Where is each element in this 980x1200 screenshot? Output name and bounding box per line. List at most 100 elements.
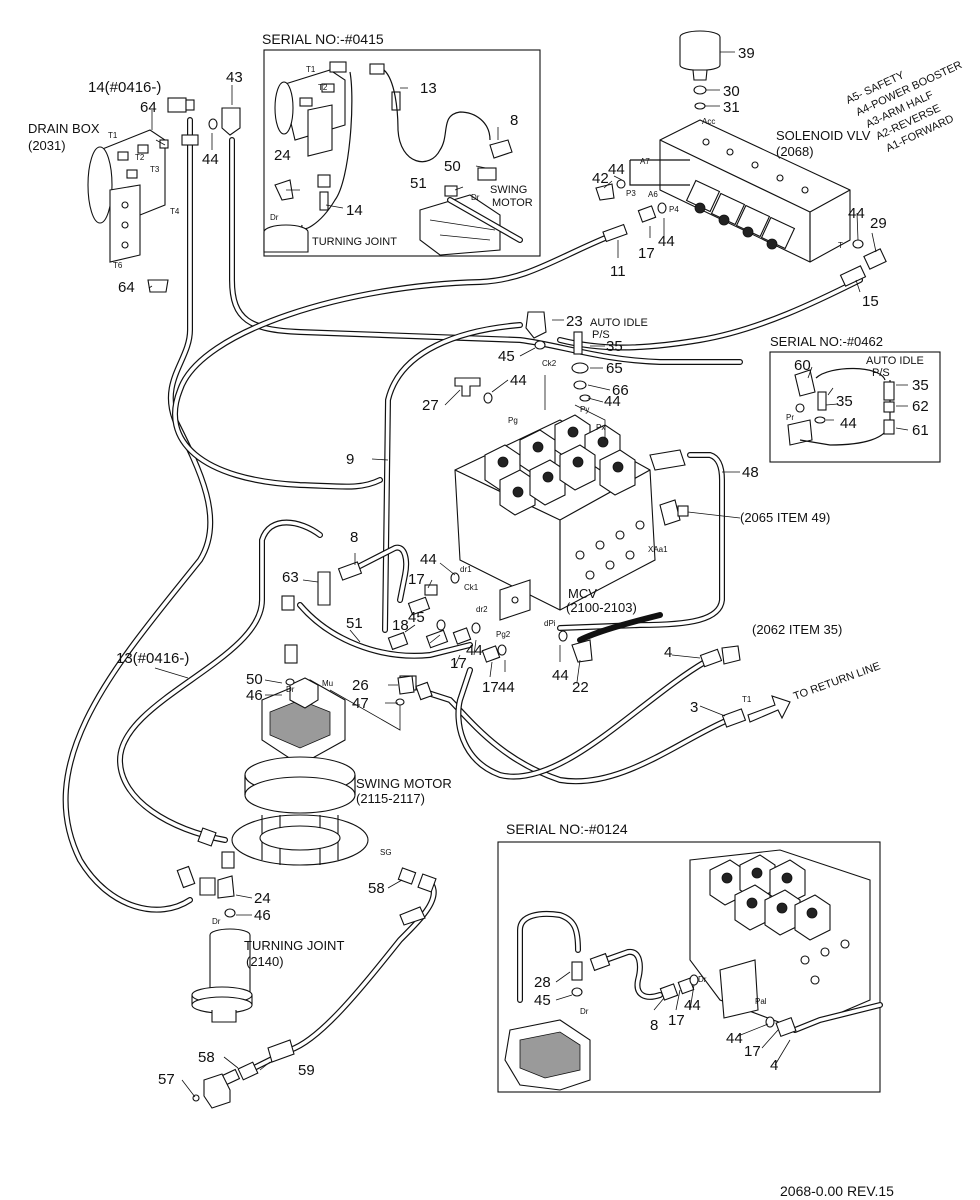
callout: 66 (612, 382, 629, 399)
callout: 43 (226, 69, 243, 86)
callout: 4 (770, 1057, 778, 1074)
callout: 50 (444, 158, 461, 175)
callout: 44 (604, 393, 621, 410)
swing-motor-fittings (197, 675, 437, 893)
callout: 60 (794, 357, 811, 374)
callout: 44 (608, 161, 625, 178)
port-label: Mu (322, 679, 333, 688)
callout: 44 (684, 997, 701, 1014)
mcv-label: MCV (568, 586, 597, 601)
leader-lines (148, 51, 909, 1098)
solenoid-coils (685, 179, 796, 250)
port-label: Dr (580, 1007, 589, 1016)
inset-0415-parts: T1 T2 Dr Dr TURNING JOINT SWING MOTOR (263, 61, 533, 256)
port-label: P4 (669, 205, 679, 214)
port-label: T2 (135, 153, 145, 162)
port-label: Ck2 (542, 359, 557, 368)
callout: 44 (658, 233, 675, 250)
callout: 8 (350, 529, 358, 546)
callout: 11 (610, 263, 626, 280)
callout: 45 (408, 609, 425, 626)
inset-title: SERIAL NO:-#0415 (262, 31, 384, 47)
callout: 14 (346, 202, 363, 219)
callout: 44 (726, 1030, 743, 1047)
port-label: P3 (626, 189, 636, 198)
port-label: Pg (508, 416, 518, 425)
callout: 44 (840, 415, 857, 432)
callout: 17 (744, 1043, 761, 1060)
callout: 44 (552, 667, 569, 684)
callout: 24 (274, 147, 291, 164)
drain-box-label: DRAIN BOX (28, 121, 100, 136)
main-control-valve: MCV (2100-2103) (2065 ITEM 49) Ck2 Py Px… (454, 359, 830, 639)
callout: 24 (254, 890, 271, 907)
port-label: Pg2 (496, 630, 511, 639)
callout: 44 (202, 151, 219, 168)
callout: 64 (140, 99, 157, 116)
inset-serial-0415: SERIAL NO:-#0415 (262, 31, 541, 257)
mcv-fittings (281, 311, 791, 728)
callout: 58 (368, 880, 385, 897)
callout: 15 (862, 293, 879, 310)
auto-idle-main-label: AUTO IDLE (590, 317, 648, 329)
auto-idle-label: AUTO IDLE (866, 355, 924, 367)
inset-title: SERIAL NO:-#0124 (506, 821, 628, 837)
callout: 39 (738, 45, 755, 62)
callout: 3 (690, 699, 698, 716)
port-label: Ck1 (464, 583, 479, 592)
callout: 17 (668, 1012, 685, 1029)
callout: 46 (254, 907, 271, 924)
callout: 17 (408, 571, 425, 588)
swing-motor-inset-label: MOTOR (492, 197, 533, 209)
auto-idle-ps-label: P/S (872, 367, 890, 379)
inset-0462-parts: AUTO IDLE P/S Pr (786, 355, 924, 446)
callout: 13 (420, 80, 437, 97)
solenoid-valve-label: SOLENOID VLV (776, 128, 871, 143)
callout: 29 (870, 215, 887, 232)
solenoid-fittings (595, 179, 887, 287)
callout: 48 (742, 464, 759, 481)
port-label: SG (380, 848, 392, 857)
ref-2062: (2062 ITEM 35) (752, 622, 842, 637)
callout: 17 (450, 655, 467, 672)
port-label: dr2 (476, 605, 488, 614)
callout: 22 (572, 679, 589, 696)
mcv-code: (2100-2103) (566, 600, 637, 615)
callout: 44 (466, 642, 483, 659)
return-line-label: T1 TO RETURN LINE (742, 660, 882, 704)
port-label: T (838, 241, 843, 250)
port-label: T4 (170, 207, 180, 216)
drain-box: DRAIN BOX (2031) T1 T2 T3 T4 T6 (28, 121, 180, 293)
callout: 9 (346, 451, 354, 468)
callout: 44 (510, 372, 527, 389)
callout: 42 (592, 170, 609, 187)
port-label: dr1 (460, 565, 472, 574)
turning-joint-code: (2140) (246, 954, 284, 969)
callout: 8 (650, 1017, 658, 1034)
swing-motor: SWING MOTOR (2115-2117) Dr Mu SG (231, 677, 452, 866)
inset-0124-parts: Pal Dr Dr (504, 849, 883, 1091)
port-label: Dr (698, 975, 707, 984)
callout: 44 (498, 679, 515, 696)
return-port: T1 (742, 695, 752, 704)
port-label: XAa1 (648, 545, 668, 554)
callout: 45 (534, 992, 551, 1009)
solenoid-valve-code: (2068) (776, 144, 814, 159)
callout: 4 (664, 644, 672, 661)
port-label: dPi (544, 619, 556, 628)
port-label: T1 (108, 131, 118, 140)
callout: 50 (246, 671, 263, 688)
callout: 64 (118, 279, 135, 296)
solenoid-valve: SOLENOID VLV (2068) Acc A7 A6 P3 P4 T (626, 117, 871, 263)
callout-numbers: 14(#0416-) 64 44 43 64 13 8 50 24 51 14 … (88, 45, 929, 1088)
inset-title: SERIAL NO:-#0462 (770, 334, 883, 349)
drain-box-code: (2031) (28, 138, 66, 153)
port-label: Dr (212, 917, 221, 926)
callout: 17 (638, 245, 655, 262)
port-label: Dr (270, 213, 279, 222)
swing-motor-code: (2115-2117) (356, 791, 425, 806)
callout: 46 (246, 687, 263, 704)
port-label: A7 (640, 157, 650, 166)
turning-joint: TURNING JOINT (2140) Dr (176, 865, 344, 1023)
